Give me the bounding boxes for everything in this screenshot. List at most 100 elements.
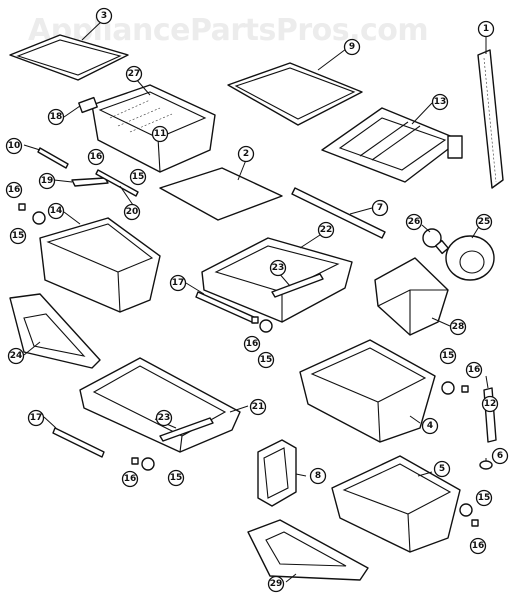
callout-1: 1 bbox=[477, 20, 495, 38]
svg-text:5: 5 bbox=[439, 464, 445, 474]
part-23-lower-strip bbox=[159, 417, 214, 442]
part-8-bracket bbox=[257, 439, 297, 507]
callout-27: 27 bbox=[125, 65, 143, 83]
part-27-pan-tray bbox=[91, 84, 216, 173]
svg-text:22: 22 bbox=[320, 225, 333, 235]
callout-15-c: 15 bbox=[257, 351, 275, 369]
svg-text:2: 2 bbox=[243, 149, 249, 159]
part-29-drawer-front bbox=[247, 519, 369, 581]
callout-22: 22 bbox=[317, 221, 335, 239]
part-20-rod bbox=[95, 169, 139, 197]
callout-23-b: 23 bbox=[155, 409, 173, 427]
callout-12: 12 bbox=[481, 395, 499, 413]
svg-text:29: 29 bbox=[270, 579, 283, 589]
hardware-right-lower bbox=[459, 503, 479, 527]
svg-text:16: 16 bbox=[8, 185, 21, 195]
svg-text:15: 15 bbox=[442, 351, 455, 361]
callout-4: 4 bbox=[421, 417, 439, 435]
part-5-crisper-drawer bbox=[331, 455, 461, 553]
svg-text:16: 16 bbox=[246, 339, 259, 349]
svg-text:15: 15 bbox=[260, 355, 273, 365]
svg-text:15: 15 bbox=[12, 231, 25, 241]
svg-text:8: 8 bbox=[315, 471, 321, 481]
part-19-bracket bbox=[71, 177, 109, 187]
svg-text:13: 13 bbox=[434, 97, 447, 107]
callout-16-b: 16 bbox=[5, 181, 23, 199]
callout-16-f: 16 bbox=[469, 537, 487, 555]
callout-17-b: 17 bbox=[27, 409, 45, 427]
callout-29: 29 bbox=[267, 575, 285, 593]
part-10-screw bbox=[37, 147, 69, 169]
callout-15-a: 15 bbox=[129, 168, 147, 186]
svg-text:17: 17 bbox=[30, 413, 43, 423]
svg-text:15: 15 bbox=[170, 473, 183, 483]
part-1-vertical-rail bbox=[477, 49, 504, 189]
svg-text:7: 7 bbox=[377, 203, 383, 213]
part-7-rail bbox=[291, 187, 386, 239]
svg-text:14: 14 bbox=[50, 206, 63, 216]
callout-3: 3 bbox=[95, 7, 113, 25]
part-6-cap bbox=[479, 460, 493, 470]
svg-text:3: 3 bbox=[101, 11, 107, 21]
part-22-shelf bbox=[201, 237, 353, 323]
svg-text:18: 18 bbox=[50, 112, 63, 122]
part-9-shelf-frame bbox=[227, 62, 363, 126]
svg-text:9: 9 bbox=[349, 42, 355, 52]
svg-text:15: 15 bbox=[132, 172, 145, 182]
svg-text:28: 28 bbox=[452, 322, 465, 332]
callout-19: 19 bbox=[38, 172, 56, 190]
svg-text:15: 15 bbox=[478, 493, 491, 503]
callout-16-e: 16 bbox=[121, 470, 139, 488]
callout-16-a: 16 bbox=[87, 148, 105, 166]
callout-8: 8 bbox=[309, 467, 327, 485]
svg-text:1: 1 bbox=[483, 24, 489, 34]
callout-5: 5 bbox=[433, 460, 451, 478]
part-18-clip bbox=[78, 96, 98, 114]
part-28-light-cover bbox=[374, 257, 449, 336]
watermark-text: AppliancePartsPros.com bbox=[28, 13, 428, 48]
svg-text:10: 10 bbox=[8, 141, 21, 151]
svg-text:25: 25 bbox=[478, 217, 491, 227]
svg-text:12: 12 bbox=[484, 399, 497, 409]
hardware-lower-center bbox=[131, 457, 155, 471]
svg-text:23: 23 bbox=[158, 413, 171, 423]
hardware-left-upper bbox=[18, 203, 46, 225]
hardware-right-upper bbox=[441, 381, 469, 395]
callout-9: 9 bbox=[343, 38, 361, 56]
callout-11: 11 bbox=[151, 125, 169, 143]
callout-26: 26 bbox=[405, 213, 423, 231]
svg-text:11: 11 bbox=[154, 129, 167, 139]
part-17-lower-rail bbox=[52, 427, 105, 458]
callout-6: 6 bbox=[491, 447, 509, 465]
part-13-shelf-assembly bbox=[321, 107, 463, 183]
hardware-center bbox=[251, 316, 273, 333]
callout-15-f: 15 bbox=[475, 489, 493, 507]
part-24-drawer-front bbox=[9, 293, 101, 369]
callout-23-a: 23 bbox=[269, 259, 287, 277]
svg-text:16: 16 bbox=[468, 365, 481, 375]
svg-text:24: 24 bbox=[10, 351, 23, 361]
part-23-upper-strip bbox=[271, 273, 324, 298]
svg-text:27: 27 bbox=[128, 69, 141, 79]
svg-text:16: 16 bbox=[472, 541, 485, 551]
svg-text:20: 20 bbox=[126, 207, 139, 217]
callout-21: 21 bbox=[249, 398, 267, 416]
callout-7: 7 bbox=[371, 199, 389, 217]
part-21-shelf bbox=[79, 357, 241, 453]
part-3-shelf-frame bbox=[9, 34, 129, 81]
part-4-crisper-drawer bbox=[299, 339, 436, 443]
svg-text:23: 23 bbox=[272, 263, 285, 273]
svg-text:16: 16 bbox=[90, 152, 103, 162]
svg-text:21: 21 bbox=[252, 402, 265, 412]
callout-14: 14 bbox=[47, 202, 65, 220]
part-25-light-socket bbox=[445, 235, 495, 281]
callout-2: 2 bbox=[237, 145, 255, 163]
callout-16-c: 16 bbox=[243, 335, 261, 353]
svg-text:26: 26 bbox=[408, 217, 421, 227]
part-2-glass-shelf bbox=[159, 167, 283, 221]
callout-18: 18 bbox=[47, 108, 65, 126]
svg-text:19: 19 bbox=[41, 176, 54, 186]
svg-text:4: 4 bbox=[427, 421, 433, 431]
callout-13: 13 bbox=[431, 93, 449, 111]
